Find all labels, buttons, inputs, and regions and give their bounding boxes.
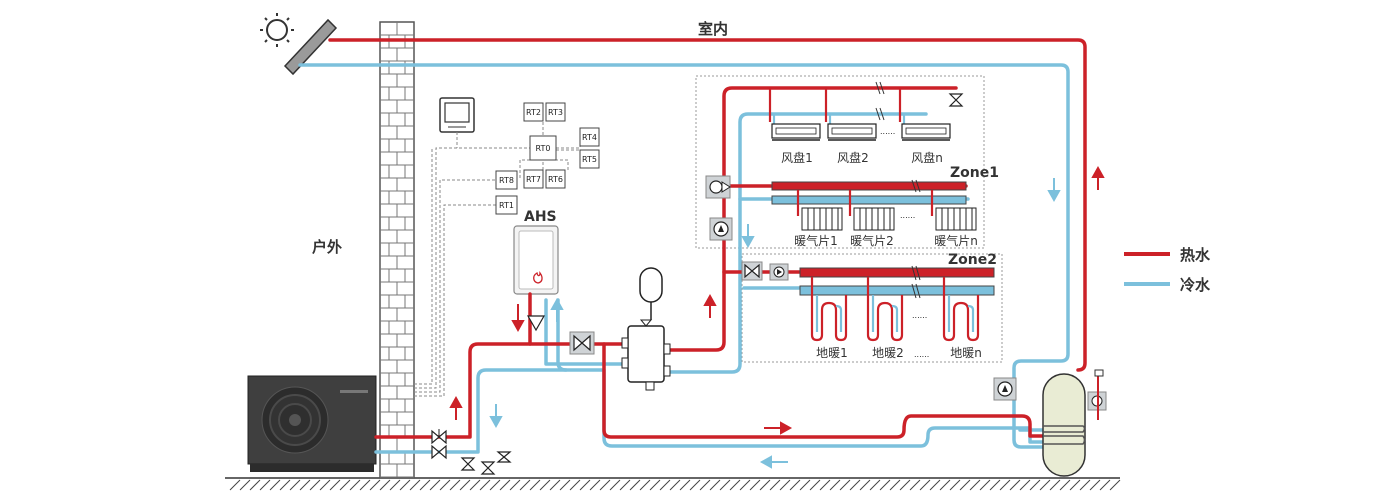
water-tank-icon (1042, 369, 1104, 477)
outdoor-label: 户外 (312, 238, 342, 256)
svg-text:AHS: AHS (524, 209, 557, 225)
valve-icon (431, 429, 447, 445)
thermostat-wiring (414, 122, 581, 397)
legend-item-cold: 冷水 (1124, 276, 1211, 294)
pump-icon (769, 263, 789, 281)
svg-text:RT0: RT0 (536, 144, 551, 153)
valve-icon (480, 461, 496, 475)
radiator-icon (853, 207, 895, 231)
radiator-label-2: 暖气片2 (850, 233, 894, 248)
floor-heating-label-1: 地暖1 (816, 346, 848, 360)
svg-text:RT3: RT3 (548, 108, 563, 117)
svg-text:RT2: RT2 (526, 108, 541, 117)
pump-icon (993, 377, 1017, 401)
fan-coil-label-1: 风盘1 (781, 150, 813, 165)
svg-text:RT5: RT5 (582, 155, 597, 164)
zone2-box (741, 253, 1003, 363)
ahs-label: AHS (524, 209, 557, 225)
fan-coil-group: ...... 风盘1 风盘2 风盘n (768, 88, 964, 165)
thermostat-rt0: RT0 (529, 135, 557, 161)
fan-coil-icon (827, 123, 877, 141)
brick-wall (379, 21, 415, 479)
svg-text:......: ...... (912, 311, 927, 320)
boiler-icon (513, 225, 559, 295)
controller-icon (439, 97, 475, 133)
sun-icon (260, 13, 294, 47)
valve-icon (496, 451, 512, 463)
radiator-label-1: 暖气片1 (794, 233, 838, 248)
valve-icon (948, 93, 964, 107)
zone1-manifold (771, 179, 967, 205)
indoor-label: 室内 (698, 20, 728, 38)
radiator-group: ...... 暖气片1 暖气片2 暖气片n (794, 190, 978, 248)
svg-text:......: ...... (900, 211, 915, 220)
thermostat-rt7: RT7 (523, 169, 544, 189)
pump-icon (705, 175, 731, 199)
svg-text:热水: 热水 (1180, 246, 1211, 264)
floor-heating-label-2: 地暖2 (872, 346, 904, 360)
pump-icon (709, 217, 733, 241)
valve-icon (460, 457, 476, 471)
radiator-label-n: 暖气片n (934, 233, 978, 248)
svg-text:RT7: RT7 (526, 175, 541, 184)
floor-heating-icon (810, 277, 848, 342)
zone1-box (695, 75, 985, 249)
thermostat-rt2: RT2 (523, 102, 544, 122)
zone2-manifold (799, 265, 995, 299)
thermostat-rt8: RT8 (495, 170, 518, 190)
thermostat-rt1: RT1 (495, 195, 518, 215)
expansion-tank-icon (639, 267, 663, 320)
solar-panel-icon (283, 18, 338, 76)
fan-coil-label-2: 风盘2 (837, 150, 869, 165)
valve-icon (526, 315, 546, 332)
thermostat-rt4: RT4 (579, 127, 600, 147)
valve-icon (431, 444, 447, 460)
floor-heating-icon (866, 277, 904, 342)
svg-text:......: ...... (914, 350, 929, 359)
svg-text:......: ...... (880, 127, 895, 136)
fan-coil-icon (771, 123, 821, 141)
thermostat-rt6: RT6 (545, 169, 566, 189)
legend: 热水 冷水 (1124, 246, 1211, 294)
valve-icon (741, 261, 763, 281)
heat-pump-icon (247, 375, 377, 472)
radiator-icon (935, 207, 977, 231)
floor-heating-icon (942, 277, 980, 342)
zone1-label: Zone1 (950, 165, 999, 181)
radiator-icon (801, 207, 843, 231)
pipe-break-marks (875, 81, 885, 121)
buffer-tank-icon (621, 319, 671, 391)
ground (225, 477, 1121, 491)
thermostat-rt3: RT3 (545, 102, 566, 122)
fan-coil-label-n: 风盘n (911, 150, 943, 165)
svg-text:RT1: RT1 (499, 201, 514, 210)
svg-text:RT8: RT8 (499, 176, 514, 185)
svg-text:RT6: RT6 (548, 175, 563, 184)
zone2-label: Zone2 (948, 252, 997, 268)
thermostat-rt5: RT5 (579, 149, 600, 169)
floor-heating-group: ...... ...... 地暖1 地暖2 地暖n (810, 277, 982, 360)
svg-text:RT4: RT4 (582, 133, 597, 142)
svg-text:冷水: 冷水 (1180, 276, 1211, 294)
flame-icon (533, 271, 543, 284)
floor-heating-label-n: 地暖n (950, 346, 982, 360)
flow-arrows (449, 165, 1105, 469)
legend-item-hot: 热水 (1124, 246, 1211, 264)
valve-icon (569, 331, 595, 355)
fan-coil-icon (901, 123, 951, 141)
